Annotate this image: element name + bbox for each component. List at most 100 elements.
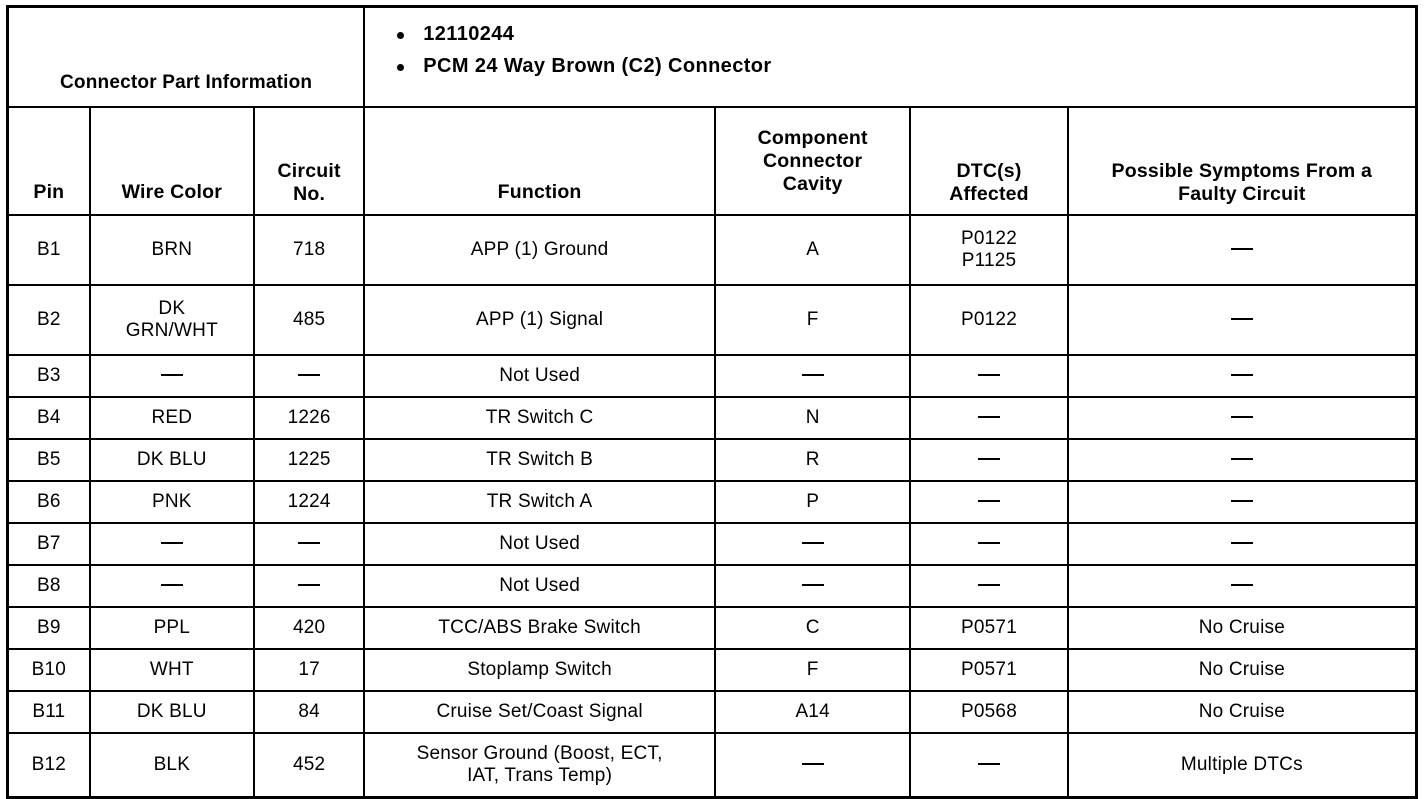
cavity-line-2: Connector xyxy=(762,149,863,172)
em-dash-icon xyxy=(160,583,183,586)
cell-symptoms: No Cruise xyxy=(1066,690,1418,734)
cell-wire-color xyxy=(88,522,255,566)
table-row: B10 WHT 17 Stoplamp Switch F P0571 No Cr… xyxy=(6,648,1418,692)
cell-pin: B11 xyxy=(6,690,91,734)
em-dash-icon xyxy=(298,373,321,376)
cavity-line-1: Component xyxy=(757,126,868,149)
em-dash-icon xyxy=(298,583,321,586)
cell-wire-color: BLK xyxy=(88,732,255,799)
cell-wire-color: BRN xyxy=(88,214,255,286)
cell-function: APP (1) Signal xyxy=(363,284,716,356)
cell-cavity: F xyxy=(713,284,912,356)
cell-cavity xyxy=(713,354,912,398)
column-header-circuit-no: Circuit No. xyxy=(252,106,366,216)
cell-wire-color: WHT xyxy=(88,648,255,692)
connector-pinout-table: Connector Part Information 12110244 PCM … xyxy=(6,5,1418,799)
cell-pin: B9 xyxy=(6,606,91,650)
cell-symptoms: No Cruise xyxy=(1066,606,1418,650)
em-dash-icon xyxy=(801,541,824,544)
cell-symptoms: No Cruise xyxy=(1066,648,1418,692)
column-header-possible-symptoms: Possible Symptoms From a Faulty Circuit xyxy=(1066,106,1418,216)
column-header-pin: Pin xyxy=(6,106,91,216)
cell-circuit-no: 84 xyxy=(252,690,366,734)
circuit-no-line-1: Circuit xyxy=(277,160,341,182)
function-line-1: Sensor Ground (Boost, ECT, xyxy=(416,742,663,764)
cell-cavity: N xyxy=(713,396,912,440)
cell-dtcs xyxy=(909,564,1069,608)
cell-function: Sensor Ground (Boost, ECT, IAT, Trans Te… xyxy=(363,732,716,799)
table-row: B6 PNK 1224 TR Switch A P xyxy=(6,480,1418,524)
cell-pin: B4 xyxy=(6,396,91,440)
possible-symptoms-line-2: Faulty Circuit xyxy=(1178,183,1306,205)
cell-circuit-no: 1226 xyxy=(252,396,366,440)
cell-function: TR Switch C xyxy=(363,396,716,440)
em-dash-icon xyxy=(978,457,1000,460)
wire-color-line-1: DK xyxy=(158,297,186,319)
cell-circuit-no: 1225 xyxy=(252,438,366,482)
table-row: B8 Not Used xyxy=(6,564,1418,608)
connector-pinout-sheet: Connector Part Information 12110244 PCM … xyxy=(0,5,1424,799)
column-header-wire-color: Wire Color xyxy=(88,106,255,216)
cell-symptoms xyxy=(1066,284,1418,356)
cell-symptoms: Multiple DTCs xyxy=(1066,732,1418,799)
cell-dtcs: P0122 xyxy=(909,284,1069,356)
cell-dtcs: P0571 xyxy=(909,606,1069,650)
cell-circuit-no xyxy=(252,354,366,398)
cell-dtcs xyxy=(909,438,1069,482)
em-dash-icon xyxy=(801,762,824,765)
table-row: B2 DK GRN/WHT 485 APP (1) Signal F P0122 xyxy=(6,284,1418,356)
cell-cavity xyxy=(713,564,912,608)
em-dash-icon xyxy=(978,762,1000,765)
wire-color-line-2: GRN/WHT xyxy=(125,320,218,341)
em-dash-icon xyxy=(1230,541,1253,544)
table-row: B4 RED 1226 TR Switch C N xyxy=(6,396,1418,440)
cavity-line-3: Cavity xyxy=(782,172,843,195)
possible-symptoms-line-1: Possible Symptoms From a xyxy=(1111,160,1373,182)
cell-dtcs: P0122 P1125 xyxy=(909,214,1069,286)
cell-circuit-no: 718 xyxy=(252,214,366,286)
cell-pin: B1 xyxy=(6,214,91,286)
cell-circuit-no: 420 xyxy=(252,606,366,650)
em-dash-icon xyxy=(1230,457,1253,460)
cell-cavity: C xyxy=(713,606,912,650)
em-dash-icon xyxy=(801,583,824,586)
cell-function: Not Used xyxy=(363,564,716,608)
cell-dtcs xyxy=(909,522,1069,566)
connector-description: PCM 24 Way Brown (C2) Connector xyxy=(393,51,1411,83)
cell-wire-color: DK BLU xyxy=(88,438,255,482)
column-header-dtcs-affected: DTC(s) Affected xyxy=(909,106,1069,216)
cell-circuit-no xyxy=(252,522,366,566)
cell-pin: B2 xyxy=(6,284,91,356)
cell-wire-color: DK GRN/WHT xyxy=(88,284,255,356)
connector-part-list: 12110244 PCM 24 Way Brown (C2) Connector xyxy=(393,19,1411,82)
em-dash-icon xyxy=(1230,415,1253,418)
table-row: B1 BRN 718 APP (1) Ground A P0122 P1125 xyxy=(6,214,1418,286)
cell-circuit-no: 17 xyxy=(252,648,366,692)
cell-cavity: A14 xyxy=(713,690,912,734)
cell-circuit-no: 452 xyxy=(252,732,366,799)
em-dash-icon xyxy=(160,541,183,544)
cell-wire-color xyxy=(88,354,255,398)
cell-pin: B3 xyxy=(6,354,91,398)
table-row: B7 Not Used xyxy=(6,522,1418,566)
table-row: B3 Not Used xyxy=(6,354,1418,398)
cell-symptoms xyxy=(1066,354,1418,398)
cell-dtcs xyxy=(909,480,1069,524)
dtc-line-2: P1125 xyxy=(961,250,1017,271)
table-row: B9 PPL 420 TCC/ABS Brake Switch C P0571 … xyxy=(6,606,1418,650)
cell-cavity xyxy=(713,522,912,566)
table-row: B11 DK BLU 84 Cruise Set/Coast Signal A1… xyxy=(6,690,1418,734)
cell-symptoms xyxy=(1066,438,1418,482)
em-dash-icon xyxy=(978,499,1000,502)
cell-pin: B7 xyxy=(6,522,91,566)
cell-wire-color: RED xyxy=(88,396,255,440)
cell-circuit-no: 485 xyxy=(252,284,366,356)
cell-symptoms xyxy=(1066,480,1418,524)
dtcs-affected-line-1: DTC(s) xyxy=(956,160,1022,182)
cell-symptoms xyxy=(1066,396,1418,440)
table-row: B5 DK BLU 1225 TR Switch B R xyxy=(6,438,1418,482)
cell-pin: B6 xyxy=(6,480,91,524)
cell-wire-color: PPL xyxy=(88,606,255,650)
cell-dtcs xyxy=(909,732,1069,799)
em-dash-icon xyxy=(978,415,1000,418)
